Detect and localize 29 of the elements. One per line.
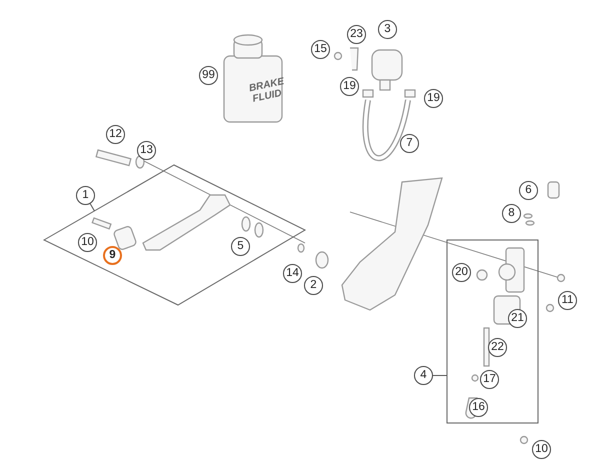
callout-number: 12 (106, 125, 125, 144)
callout-number: 4 (414, 366, 433, 385)
callout-number: 19 (424, 89, 443, 108)
callout-number: 20 (452, 263, 471, 282)
callout-number: 16 (469, 398, 488, 417)
callout-number: 11 (558, 291, 577, 310)
callout-number: 6 (519, 181, 538, 200)
callout-number: 2 (304, 276, 323, 295)
callout-number: 22 (488, 338, 507, 357)
leader-line (432, 375, 448, 376)
callout-number: 9 (103, 246, 122, 265)
callout-number: 19 (340, 77, 359, 96)
callout-number: 7 (400, 134, 419, 153)
callout-number: 10 (532, 440, 551, 459)
callout-number: 99 (199, 66, 218, 85)
leader-line (90, 203, 95, 212)
assembly-outline (447, 240, 538, 423)
callout-number: 10 (78, 233, 97, 252)
callout-number: 15 (311, 40, 330, 59)
callout-number: 1 (76, 186, 95, 205)
callout-number: 17 (480, 370, 499, 389)
callout-number: 13 (137, 141, 156, 160)
callout-number: 23 (347, 25, 366, 44)
callout-number: 21 (508, 309, 527, 328)
bottle-label-text: BRAKE FLUID (248, 76, 284, 106)
callout-number: 3 (378, 20, 397, 39)
callout-number: 5 (231, 237, 250, 256)
callout-number: 14 (283, 264, 302, 283)
callout-number: 8 (502, 204, 521, 223)
